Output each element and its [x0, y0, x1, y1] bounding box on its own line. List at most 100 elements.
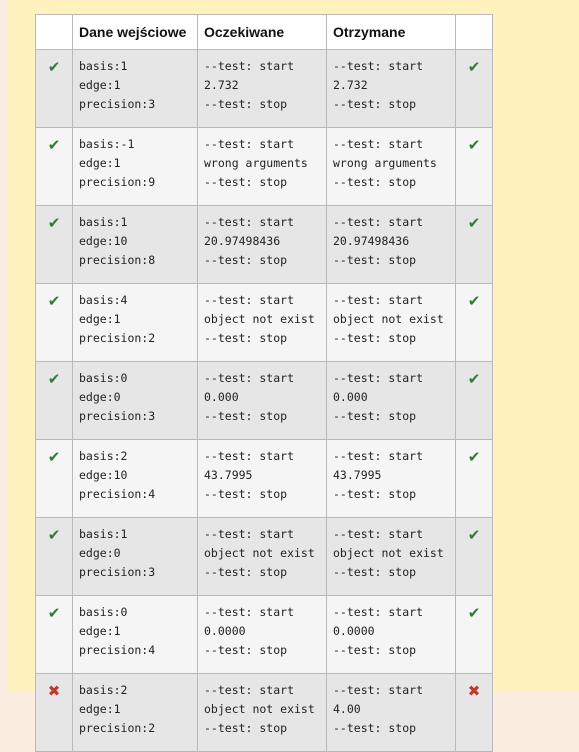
got-line: --test: stop: [333, 721, 417, 735]
input-line: precision:8: [79, 253, 156, 267]
table-row: ✔ basis:1 edge:1 precision:3 --test: start 2.…: [35, 49, 493, 128]
expected-line: wrong arguments: [204, 156, 308, 170]
got-line: --test: stop: [333, 565, 417, 579]
checkmark-icon: ✔: [47, 59, 61, 76]
row-result-icon-cell: ✔: [455, 439, 493, 518]
expected-line: --test: stop: [204, 175, 288, 189]
test-results-table: Dane wejściowe Oczekiwane Otrzymane ✔bas…: [35, 14, 493, 752]
header-input: Dane wejściowe: [72, 14, 198, 50]
expected-line: 2.732: [204, 78, 239, 92]
checkmark-icon: ✔: [47, 293, 61, 310]
input-line: precision:3: [79, 97, 156, 111]
input-cell: basis:1 edge:1 precision:3: [72, 49, 198, 128]
input-line: basis:0: [79, 371, 128, 385]
got-line: 4.00: [333, 702, 361, 716]
row-result-icon-cell: ✔: [455, 517, 493, 596]
row-status-icon-cell: ✖: [35, 673, 73, 752]
input-line: edge:0: [79, 546, 121, 560]
input-line: precision:4: [79, 643, 156, 657]
row-result-icon-cell: ✖: [455, 673, 493, 752]
expected-line: 0.0000: [204, 624, 246, 638]
input-line: basis:1: [79, 527, 128, 541]
row-status-icon-cell: ✔: [35, 439, 73, 518]
got-line: --test: stop: [333, 175, 417, 189]
input-line: edge:10: [79, 468, 128, 482]
got-line: --test: start: [333, 59, 424, 73]
input-line: basis:1: [79, 215, 128, 229]
row-status-icon-cell: ✔: [35, 127, 73, 206]
expected-line: --test: start: [204, 293, 295, 307]
expected-line: --test: stop: [204, 409, 288, 423]
table-header-row: Dane wejściowe Oczekiwane Otrzymane: [35, 14, 493, 50]
expected-line: --test: start: [204, 527, 295, 541]
expected-line: --test: stop: [204, 721, 288, 735]
got-line: 43.7995: [333, 468, 382, 482]
checkmark-icon: ✔: [467, 605, 481, 622]
input-line: edge:1: [79, 702, 121, 716]
expected-line: 20.97498436: [204, 234, 281, 248]
checkmark-icon: ✔: [467, 449, 481, 466]
row-status-icon-cell: ✔: [35, 517, 73, 596]
header-got: Otrzymane: [326, 14, 456, 50]
input-line: precision:9: [79, 175, 156, 189]
input-line: precision:4: [79, 487, 156, 501]
got-line: --test: stop: [333, 331, 417, 345]
input-line: edge:1: [79, 78, 121, 92]
got-line: 2.732: [333, 78, 368, 92]
checkmark-icon: ✔: [467, 137, 481, 154]
expected-line: --test: start: [204, 59, 295, 73]
checkmark-icon: ✔: [467, 527, 481, 544]
expected-line: --test: stop: [204, 643, 288, 657]
expected-line: object not exist: [204, 702, 315, 716]
got-line: 20.97498436: [333, 234, 410, 248]
cross-icon: ✖: [467, 683, 481, 700]
row-result-icon-cell: ✔: [455, 205, 493, 284]
header-status: [35, 14, 73, 50]
got-line: object not exist: [333, 546, 444, 560]
expected-line: --test: start: [204, 371, 295, 385]
got-line: object not exist: [333, 312, 444, 326]
got-line: --test: stop: [333, 643, 417, 657]
input-line: edge:1: [79, 156, 121, 170]
got-line: 0.0000: [333, 624, 375, 638]
got-line: --test: start: [333, 293, 424, 307]
input-line: precision:2: [79, 721, 156, 735]
input-line: precision:3: [79, 409, 156, 423]
checkmark-icon: ✔: [467, 215, 481, 232]
got-cell: --test: start object not exist --test: sto…: [326, 283, 456, 362]
got-line: --test: start: [333, 605, 424, 619]
got-line: --test: start: [333, 215, 424, 229]
got-line: 0.000: [333, 390, 368, 404]
input-line: edge:1: [79, 624, 121, 638]
expected-line: --test: start: [204, 137, 295, 151]
expected-line: --test: stop: [204, 331, 288, 345]
input-line: basis:1: [79, 59, 128, 73]
checkmark-icon: ✔: [467, 59, 481, 76]
got-cell: --test: start 0.0000 --test: stop: [326, 595, 456, 674]
expected-line: --test: stop: [204, 97, 288, 111]
cross-icon: ✖: [47, 683, 61, 700]
